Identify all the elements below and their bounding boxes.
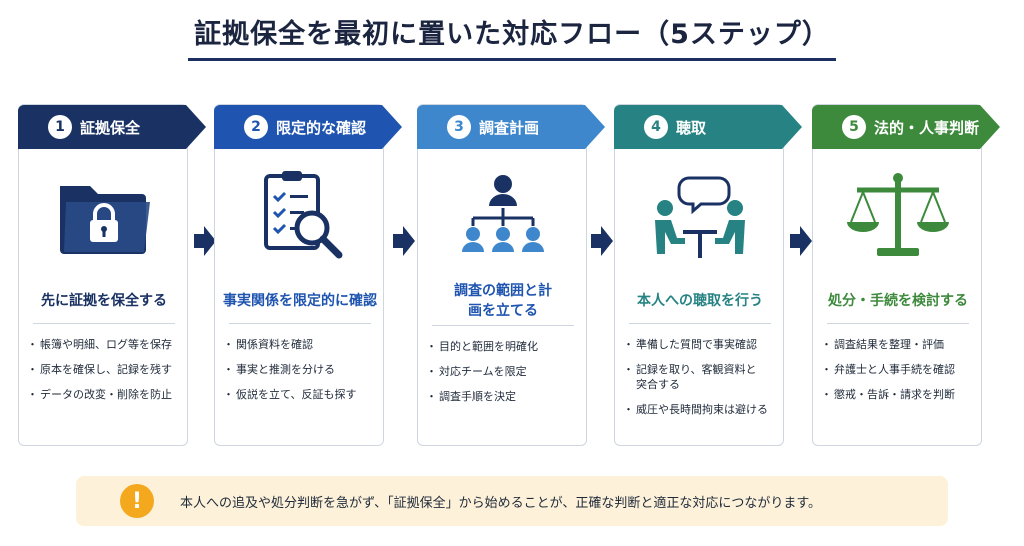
scales-icon bbox=[813, 163, 983, 273]
step-header-5: 5 法的・人事判断 bbox=[812, 105, 1000, 149]
step-subtitle-3: 調査の範囲と計画を立てる bbox=[454, 283, 552, 319]
locked-folder-icon bbox=[19, 163, 189, 273]
step-bullets-3: 目的と範囲を明確化 対応チームを限定 調査手順を決定 bbox=[426, 339, 582, 414]
checklist-magnifier-icon bbox=[215, 163, 385, 273]
step-label-4: 聴取 bbox=[676, 118, 707, 137]
step-subtitle-2: 事実関係を限定的に確認 bbox=[223, 293, 377, 309]
step-divider-1 bbox=[33, 323, 175, 324]
step-number-2: 2 bbox=[244, 115, 268, 139]
step-card-5: 5 法的・人事判断 処分・手続を検討する 調査結果を整理・評価 弁護士と人事手続… bbox=[812, 104, 1000, 446]
step-bullets-5: 調査結果を整理・評価 弁護士と人事手続を確認 懲戒・告訴・請求を判断 bbox=[821, 337, 977, 412]
list-item: 事実と推測を分ける bbox=[223, 362, 379, 377]
step-subtitle-4: 本人への聴取を行う bbox=[637, 293, 763, 309]
step-label-3: 調査計画 bbox=[479, 118, 540, 137]
team-hierarchy-icon bbox=[418, 163, 588, 273]
page-title: 証拠保全を最初に置いた対応フロー（5ステップ） bbox=[194, 19, 830, 50]
step-number-3: 3 bbox=[447, 115, 471, 139]
step-card-1: 1 証拠保全 先に証拠を保全する 帳簿や明細、ログ等を保存 原本を確保し、記録を… bbox=[18, 104, 206, 446]
step-header-3: 3 調査計画 bbox=[417, 105, 605, 149]
step-divider-3 bbox=[432, 325, 574, 326]
interview-icon bbox=[615, 163, 785, 273]
step-divider-4 bbox=[629, 323, 771, 324]
list-item: 調査手順を決定 bbox=[426, 389, 582, 404]
step-label-5: 法的・人事判断 bbox=[874, 118, 980, 137]
chevron-right-icon bbox=[194, 226, 216, 256]
step-bullets-4: 準備した質問で事実確認 記録を取り、客観資料と突合する 威圧や長時間拘束は避ける bbox=[623, 337, 779, 427]
step-number-5: 5 bbox=[842, 115, 866, 139]
step-label-1: 証拠保全 bbox=[80, 118, 141, 137]
list-item: 調査結果を整理・評価 bbox=[821, 337, 977, 352]
list-item: 目的と範囲を明確化 bbox=[426, 339, 582, 354]
step-header-2: 2 限定的な確認 bbox=[214, 105, 402, 149]
list-item: 準備した質問で事実確認 bbox=[623, 337, 779, 352]
note-banner: ! 本人への追及や処分判断を急がず、「証拠保全」から始めることが、正確な判断と適… bbox=[76, 476, 948, 526]
step-header-1: 1 証拠保全 bbox=[18, 105, 206, 149]
step-divider-2 bbox=[229, 323, 371, 324]
chevron-right-icon bbox=[790, 226, 812, 256]
step-bullets-2: 関係資料を確認 事実と推測を分ける 仮説を立て、反証も探す bbox=[223, 337, 379, 412]
title-underline bbox=[188, 58, 836, 61]
step-number-4: 4 bbox=[644, 115, 668, 139]
step-card-2: 2 限定的な確認 事実関係を限定的に確認 関係資料を確認 事実と推測を分ける 仮… bbox=[214, 104, 402, 446]
step-subtitle-1: 先に証拠を保全する bbox=[41, 293, 167, 309]
list-item: 記録を取り、客観資料と突合する bbox=[623, 362, 767, 392]
step-header-4: 4 聴取 bbox=[614, 105, 802, 149]
step-subtitle-5: 処分・手続を検討する bbox=[828, 293, 968, 309]
step-bullets-1: 帳簿や明細、ログ等を保存 原本を確保し、記録を残す データの改変・削除を防止 bbox=[27, 337, 183, 412]
list-item: データの改変・削除を防止 bbox=[27, 387, 183, 402]
exclamation-icon: ! bbox=[120, 484, 154, 518]
chevron-right-icon bbox=[393, 226, 415, 256]
step-number-1: 1 bbox=[48, 115, 72, 139]
list-item: 関係資料を確認 bbox=[223, 337, 379, 352]
list-item: 懲戒・告訴・請求を判断 bbox=[821, 387, 977, 402]
step-label-2: 限定的な確認 bbox=[276, 118, 367, 137]
list-item: 帳簿や明細、ログ等を保存 bbox=[27, 337, 183, 352]
step-divider-5 bbox=[827, 323, 969, 324]
list-item: 対応チームを限定 bbox=[426, 364, 582, 379]
list-item: 仮説を立て、反証も探す bbox=[223, 387, 379, 402]
list-item: 原本を確保し、記録を残す bbox=[27, 362, 183, 377]
step-card-4: 4 聴取 本人への聴取を行う 準備した質問で事実確認 記録を取り、客観資料と突合… bbox=[614, 104, 802, 446]
step-card-3: 3 調査計画 調査の範囲と計画を立てる 目的と範囲を明確化 対応チームを限定 調… bbox=[417, 104, 605, 446]
list-item: 威圧や長時間拘束は避ける bbox=[623, 402, 779, 417]
list-item: 弁護士と人事手続を確認 bbox=[821, 362, 977, 377]
note-text: 本人への追及や処分判断を急がず、「証拠保全」から始めることが、正確な判断と適正な… bbox=[180, 496, 822, 511]
chevron-right-icon bbox=[591, 226, 613, 256]
